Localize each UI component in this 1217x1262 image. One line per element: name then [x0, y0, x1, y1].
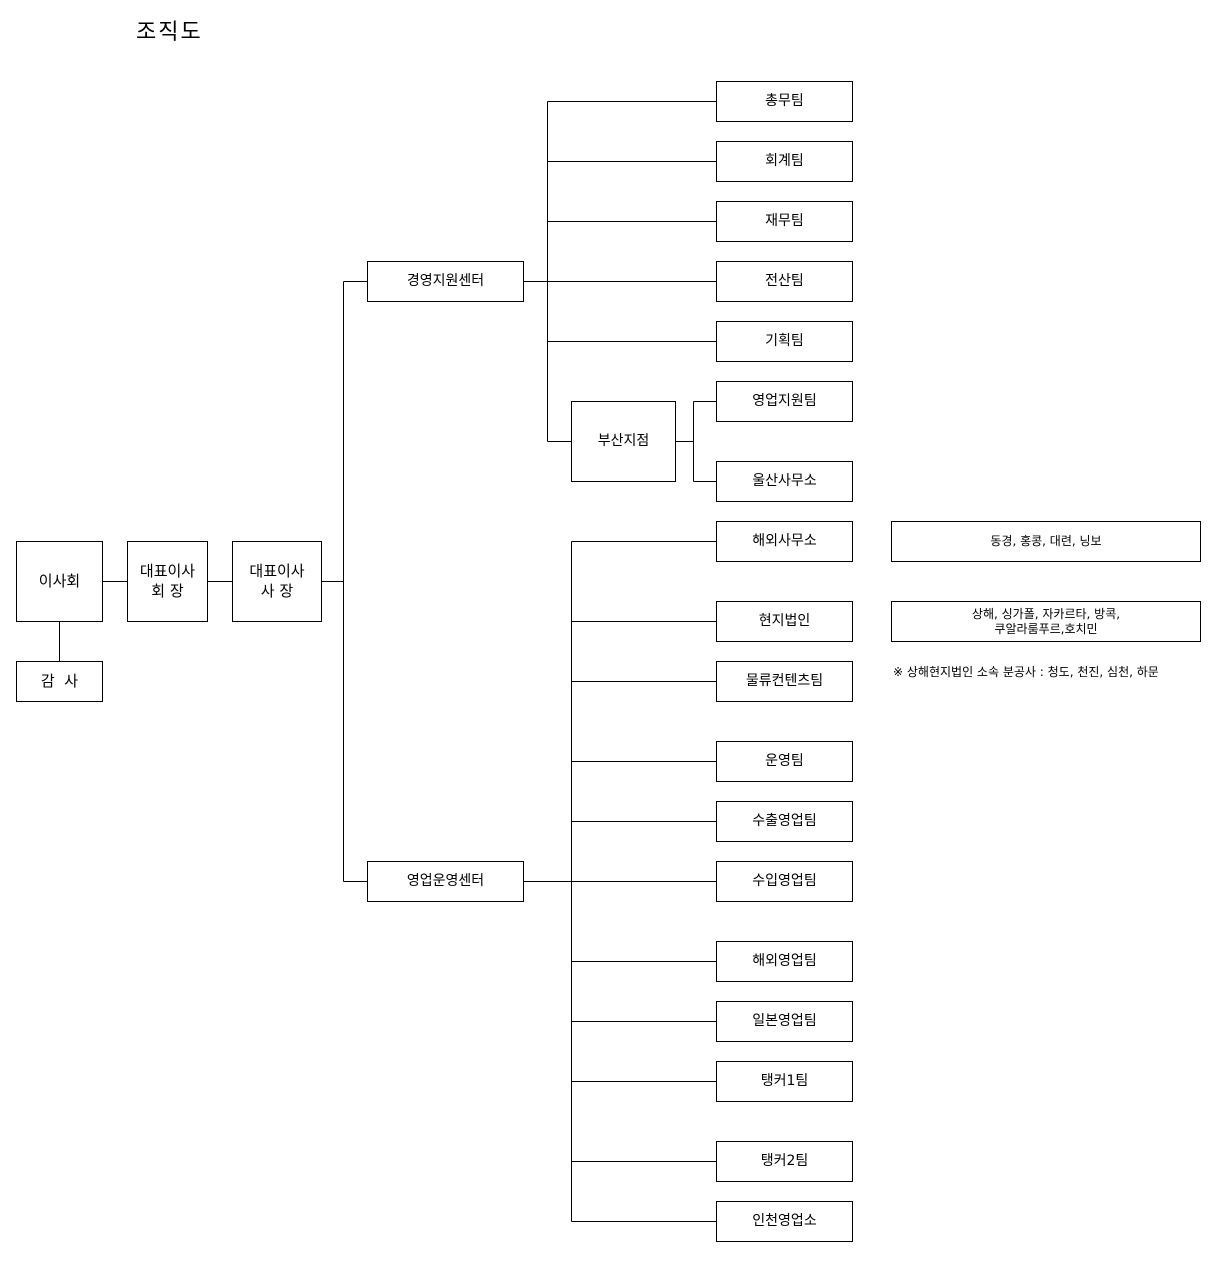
team-label: 울산사무소 [752, 473, 817, 490]
chairman-title: 대표이사 [139, 562, 196, 580]
management-center-label: 경영지원센터 [406, 273, 485, 290]
team-label: 해외영업팀 [752, 953, 817, 970]
team-label: 현지법인 [758, 613, 811, 630]
busan-branch-label: 부산지점 [597, 433, 650, 450]
team-label: 영업지원팀 [752, 393, 817, 410]
team-label: 일본영업팀 [752, 1013, 817, 1030]
management-center-box: 경영지원센터 [367, 261, 524, 302]
board-label: 이사회 [38, 571, 81, 590]
auditor-label: 감 사 [40, 671, 79, 690]
team-box: 영업지원팀 [716, 381, 853, 422]
team-box: 기획팀 [716, 321, 853, 362]
team-box: 일본영업팀 [716, 1001, 853, 1042]
team-label: 해외사무소 [752, 533, 817, 550]
team-box: 탱커2팀 [716, 1141, 853, 1182]
team-label: 탱커2팀 [760, 1153, 809, 1170]
team-label: 수출영업팀 [752, 813, 817, 830]
team-box: 인천영업소 [716, 1201, 853, 1242]
local-corp-box: 상해, 싱가폴, 자카르타, 방콕, 쿠알라룸푸르,호치민 [891, 601, 1201, 642]
team-box: 현지법인 [716, 601, 853, 642]
team-label: 기획팀 [765, 333, 804, 350]
president-box: 대표이사 사 장 [232, 541, 322, 622]
team-box: 물류컨텐츠팀 [716, 661, 853, 702]
team-label: 탱커1팀 [760, 1073, 809, 1090]
sales-center-label: 영업운영센터 [406, 873, 485, 890]
team-box: 수출영업팀 [716, 801, 853, 842]
team-box: 전산팀 [716, 261, 853, 302]
local-corp-text-1: 상해, 싱가폴, 자카르타, 방콕, [971, 606, 1121, 621]
team-box: 해외영업팀 [716, 941, 853, 982]
team-box: 회계팀 [716, 141, 853, 182]
team-box: 총무팀 [716, 81, 853, 122]
sales-center-box: 영업운영센터 [367, 861, 524, 902]
team-label: 인천영업소 [752, 1213, 817, 1230]
overseas-offices-box: 동경, 홍콩, 대련, 닝보 [891, 521, 1201, 562]
overseas-offices-text: 동경, 홍콩, 대련, 닝보 [990, 533, 1102, 548]
busan-branch-box: 부산지점 [571, 401, 676, 482]
chairman-box: 대표이사 회 장 [127, 541, 208, 622]
team-box: 울산사무소 [716, 461, 853, 502]
president-role: 사 장 [260, 581, 294, 600]
team-label: 회계팀 [765, 153, 804, 170]
page-title: 조직도 [136, 20, 203, 45]
team-label: 총무팀 [765, 93, 804, 110]
team-label: 운영팀 [765, 753, 804, 770]
team-box: 운영팀 [716, 741, 853, 782]
team-box: 해외사무소 [716, 521, 853, 562]
board-box: 이사회 [16, 541, 103, 622]
team-label: 재무팀 [765, 213, 804, 230]
team-box: 탱커1팀 [716, 1061, 853, 1102]
team-box: 재무팀 [716, 201, 853, 242]
team-box: 수입영업팀 [716, 861, 853, 902]
chairman-role: 회 장 [151, 581, 184, 600]
team-label: 수입영업팀 [752, 873, 817, 890]
auditor-box: 감 사 [16, 661, 103, 702]
subsidiary-note: ※ 상해현지법인 소속 분공사 : 청도, 천진, 심천, 하문 [893, 665, 1159, 679]
team-label: 물류컨텐츠팀 [745, 673, 824, 690]
team-label: 전산팀 [765, 273, 804, 290]
local-corp-text-2: 쿠알라룸푸르,호치민 [994, 621, 1098, 636]
president-title: 대표이사 [249, 562, 305, 580]
